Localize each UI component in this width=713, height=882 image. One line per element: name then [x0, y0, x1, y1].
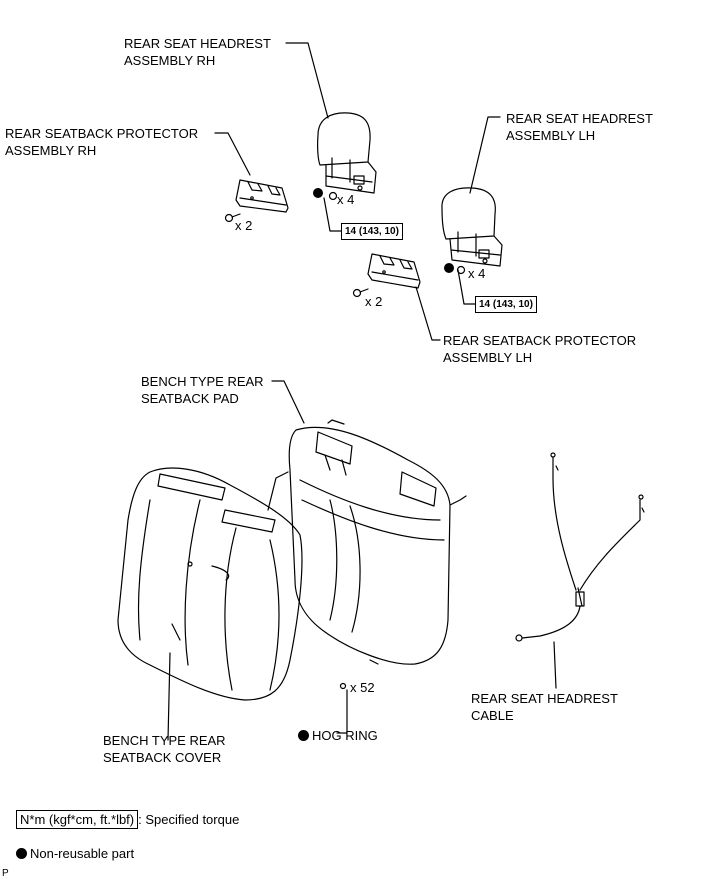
label-hog-ring: HOG RING [298, 727, 378, 744]
headrest-lh-drawing [441, 187, 503, 267]
leader-lines [167, 42, 557, 741]
count-hog-rings: x 52 [350, 680, 375, 695]
legend-non-reusable: Non-reusable part [16, 845, 134, 862]
count-nuts-lh: x 4 [468, 266, 486, 281]
torque-box-lh: 14 (143, 10) [475, 296, 537, 313]
count-screws-rh: x 2 [235, 218, 253, 233]
label-headrest-lh: REAR SEAT HEADREST ASSEMBLY LH [506, 111, 653, 143]
label-protector-rh: REAR SEATBACK PROTECTOR ASSEMBLY RH [5, 126, 199, 158]
legend-non-reusable-text: Non-reusable part [30, 846, 135, 861]
non-reusable-dot-icon [313, 188, 323, 198]
protector-rh-drawing [235, 179, 289, 213]
label-headrest-cable: REAR SEAT HEADREST CABLE [471, 691, 618, 723]
count-screws-lh: x 2 [365, 294, 383, 309]
label-seatback-pad: BENCH TYPE REAR SEATBACK PAD [141, 374, 264, 406]
legend-torque: N*m (kgf*cm, ft.*lbf): Specified torque [16, 810, 239, 829]
screw-icons [224, 191, 466, 298]
label-headrest-rh: REAR SEAT HEADREST ASSEMBLY RH [124, 36, 271, 68]
count-nuts-rh: x 4 [337, 192, 355, 207]
non-reusable-dot-icon [298, 727, 312, 744]
seatback-cover-drawing [117, 467, 303, 701]
non-reusable-dot-icon [16, 848, 27, 859]
legend-torque-desc: : Specified torque [138, 812, 240, 827]
legend-torque-unit: N*m (kgf*cm, ft.*lbf) [16, 810, 139, 829]
headrest-cable-drawing [515, 452, 645, 642]
hog-ring-icon [339, 682, 347, 690]
label-seatback-cover: BENCH TYPE REAR SEATBACK COVER [103, 733, 226, 765]
corner-mark: P [2, 868, 9, 879]
non-reusable-dot-icon [444, 263, 454, 273]
torque-box-rh: 14 (143, 10) [341, 223, 403, 240]
label-protector-lh: REAR SEATBACK PROTECTOR ASSEMBLY LH [443, 333, 637, 365]
protector-lh-drawing [367, 253, 421, 289]
seatback-pad-drawing [267, 419, 467, 665]
headrest-rh-drawing [317, 112, 377, 194]
